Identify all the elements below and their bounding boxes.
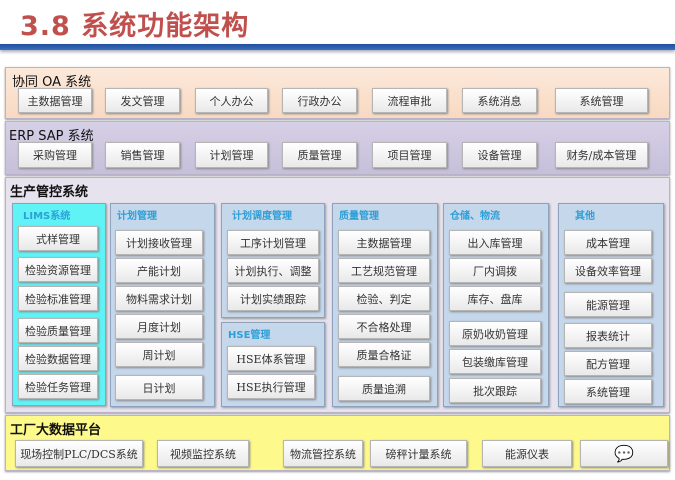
wechat-watermark-icon: 💬 [614,444,634,463]
bigdata-item-button-obscured[interactable]: 💬 [580,440,668,467]
production-item-button[interactable]: HSE执行管理 [227,374,315,399]
group-title: 质量管理 [339,211,379,222]
erp-item-button[interactable]: 采购管理 [18,142,92,168]
production-item-button[interactable]: 周计划 [115,342,203,367]
production-item-button[interactable]: 出入库管理 [449,230,541,255]
production-item-button[interactable]: 日计划 [115,375,203,400]
production-item-button[interactable]: 检验任务管理 [18,374,98,399]
erp-title: ERP SAP 系统 [9,129,94,144]
bigdata-item-button[interactable]: 能源仪表 [482,440,572,467]
production-item-button[interactable]: 厂内调拨 [449,258,541,283]
production-item-button[interactable]: 检验标准管理 [18,286,98,311]
bigdata-item-button[interactable]: 现场控制PLC/DCS系统 [15,440,143,467]
production-item-button[interactable]: 工艺规范管理 [338,258,430,283]
production-item-button[interactable]: 计划接收管理 [115,230,203,255]
production-item-button[interactable]: 成本管理 [564,230,652,255]
production-item-button[interactable]: 质量追溯 [338,376,430,401]
oa-item-button[interactable]: 发文管理 [105,88,180,113]
bigdata-title: 工厂大数据平台 [10,423,102,438]
production-item-button[interactable]: 式样管理 [18,226,98,251]
group-title: 计划管理 [117,211,157,222]
production-item-button[interactable]: 工序计划管理 [227,230,319,255]
production-item-button[interactable]: 物料需求计划 [115,286,203,311]
production-item-button[interactable]: 检验、判定 [338,286,430,311]
erp-item-button[interactable]: 项目管理 [372,142,447,168]
bigdata-item-button[interactable]: 视频监控系统 [157,440,249,467]
production-item-button[interactable]: 包装缴库管理 [449,349,541,374]
group-title: 仓储、物流 [450,211,500,222]
production-item-button[interactable]: 质量合格证 [338,342,430,367]
production-item-button[interactable]: 计划执行、调整 [227,258,319,283]
production-item-button[interactable]: 库存、盘库 [449,286,541,311]
production-title: 生产管控系统 [10,185,89,200]
erp-item-button[interactable]: 设备管理 [462,142,537,168]
erp-item-button[interactable]: 财务/成本管理 [555,142,648,168]
group-title: LIMS系统 [23,211,71,222]
group-title: 其他 [575,211,595,222]
production-item-button[interactable]: 设备效率管理 [564,258,652,283]
oa-item-button[interactable]: 行政办公 [282,88,357,113]
bigdata-item-button[interactable]: 磅秤计量系统 [370,440,467,467]
erp-item-button[interactable]: 销售管理 [105,142,180,168]
title-divider [0,44,675,50]
production-item-button[interactable]: 计划实绩跟踪 [227,286,319,311]
oa-item-button[interactable]: 系统管理 [555,88,648,113]
page-title: 3.8 系统功能架构 [20,11,250,42]
oa-item-button[interactable]: 系统消息 [462,88,537,113]
production-item-button[interactable]: HSE体系管理 [227,346,315,371]
production-item-button[interactable]: 产能计划 [115,258,203,283]
oa-item-button[interactable]: 主数据管理 [18,88,92,113]
oa-item-button[interactable]: 个人办公 [195,88,268,113]
production-item-button[interactable]: 检验质量管理 [18,318,98,343]
production-item-button[interactable]: 主数据管理 [338,230,430,255]
erp-item-button[interactable]: 计划管理 [195,142,268,168]
production-item-button[interactable]: 系统管理 [564,379,652,404]
production-item-button[interactable]: 检验资源管理 [18,257,98,282]
production-item-button[interactable]: 报表统计 [564,323,652,348]
group-title: HSE管理 [228,330,271,341]
production-item-button[interactable]: 能源管理 [564,292,652,317]
group-title: 计划调度管理 [232,211,292,222]
production-item-button[interactable]: 检验数据管理 [18,346,98,371]
production-item-button[interactable]: 月度计划 [115,314,203,339]
oa-title: 协同 OA 系统 [12,75,92,90]
erp-item-button[interactable]: 质量管理 [282,142,357,168]
bigdata-item-button[interactable]: 物流管控系统 [283,440,363,467]
production-item-button[interactable]: 不合格处理 [338,314,430,339]
oa-item-button[interactable]: 流程审批 [372,88,447,113]
production-item-button[interactable]: 原奶收奶管理 [449,321,541,346]
production-item-button[interactable]: 配方管理 [564,351,652,376]
production-item-button[interactable]: 批次跟踪 [449,378,541,403]
